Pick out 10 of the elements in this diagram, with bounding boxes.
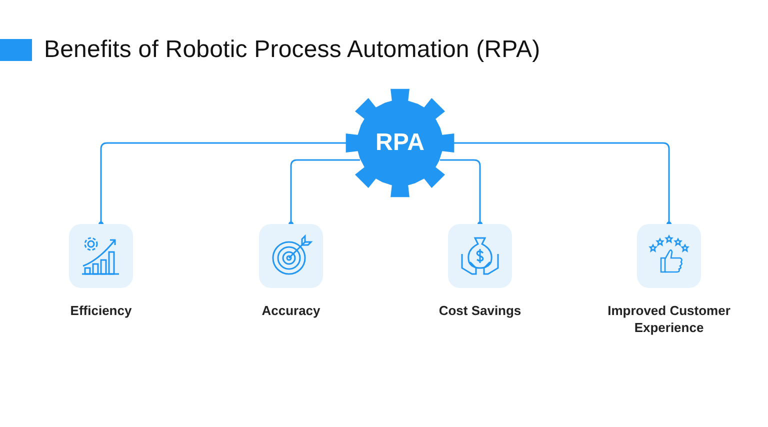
connector-line bbox=[452, 142, 672, 226]
node-label: RPA bbox=[376, 129, 424, 157]
connector-line bbox=[98, 142, 348, 226]
benefit-label: Cost Savings bbox=[438, 302, 522, 319]
connector-line bbox=[288, 159, 360, 226]
benefit-label: Accuracy bbox=[260, 302, 322, 319]
benefit-label: Efficiency bbox=[69, 302, 133, 319]
benefit-label: Improved Customer Experience bbox=[606, 302, 732, 336]
connector-line bbox=[440, 159, 482, 226]
title: Benefits of Robotic Process Automation (RPA) bbox=[44, 36, 540, 64]
